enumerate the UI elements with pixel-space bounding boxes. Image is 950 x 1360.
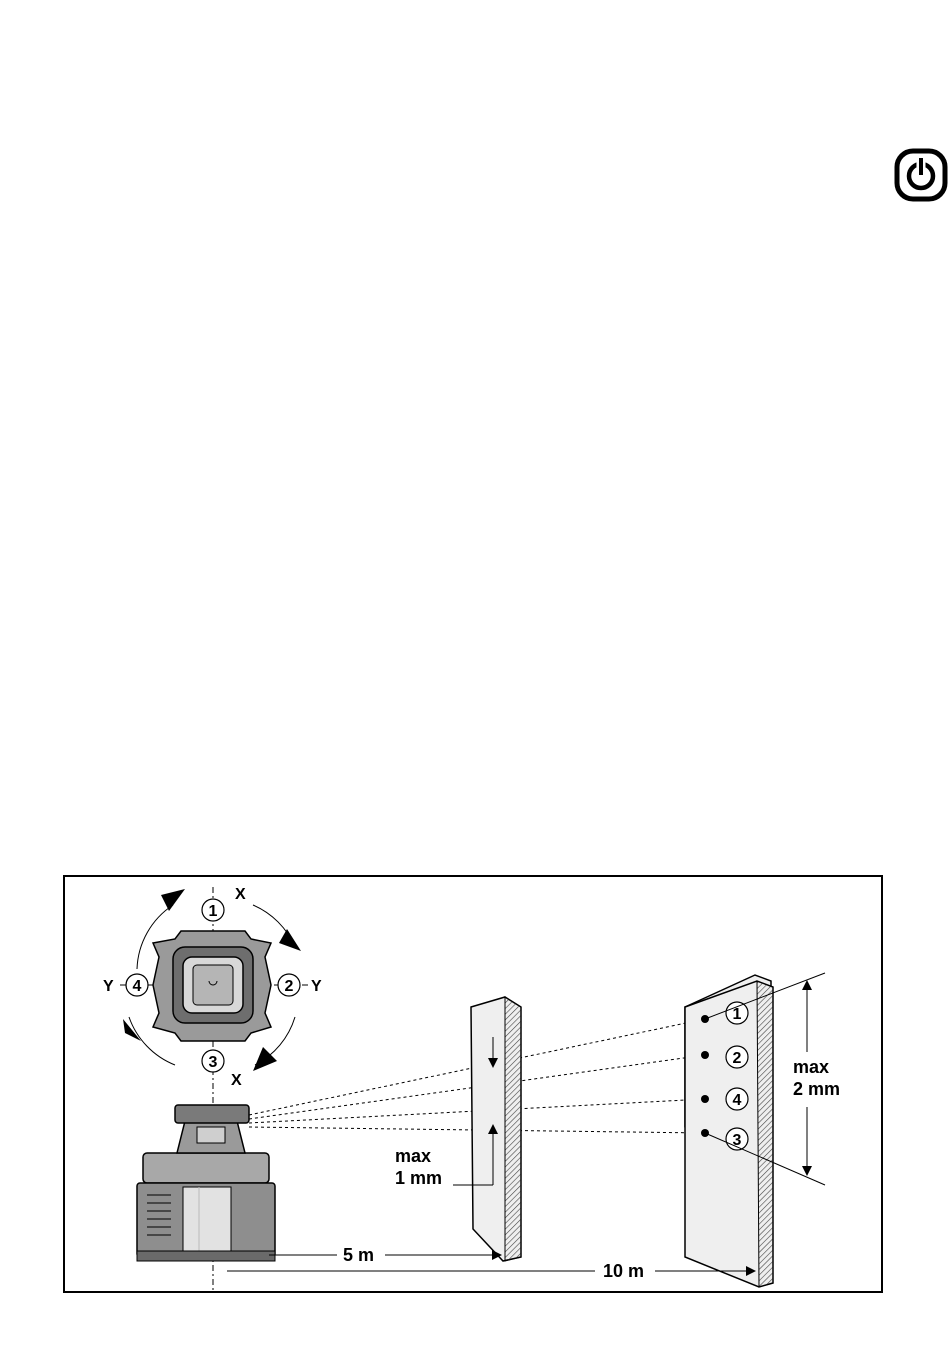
axis-x-top-label: X bbox=[235, 886, 246, 903]
far-point-1: 1 bbox=[726, 1002, 748, 1024]
svg-text:1: 1 bbox=[733, 1006, 742, 1023]
distance-far-label: 10 m bbox=[603, 1261, 644, 1281]
rotation-arrow-icon bbox=[123, 1019, 141, 1041]
far-point-2: 2 bbox=[726, 1046, 748, 1068]
near-tolerance-label-line1: max bbox=[395, 1146, 431, 1166]
axis-y-right-label: Y bbox=[311, 978, 322, 995]
rotation-arrow-icon bbox=[161, 889, 185, 911]
svg-text:4: 4 bbox=[133, 978, 142, 995]
svg-text:2: 2 bbox=[285, 978, 294, 995]
far-tolerance-label-line1: max bbox=[793, 1057, 829, 1077]
calibration-figure: 1 2 3 4 X X Y Y bbox=[63, 875, 883, 1293]
far-wall: 1 2 4 3 max 2 mm bbox=[685, 973, 840, 1287]
far-tolerance-label-line2: 2 mm bbox=[793, 1079, 840, 1099]
position-marker-4: 4 bbox=[126, 974, 148, 996]
power-button[interactable] bbox=[894, 148, 948, 202]
position-marker-2: 2 bbox=[278, 974, 300, 996]
calibration-diagram: 1 2 3 4 X X Y Y bbox=[65, 877, 881, 1291]
laser-device-side-view bbox=[137, 1105, 275, 1261]
rotation-arrow-icon bbox=[279, 929, 301, 951]
distance-near-label: 5 m bbox=[343, 1245, 374, 1265]
axis-y-left-label: Y bbox=[103, 978, 114, 995]
position-marker-3: 3 bbox=[202, 1050, 224, 1072]
far-point-4: 4 bbox=[726, 1088, 748, 1110]
distance-dimensions: 5 m 10 m bbox=[227, 1245, 755, 1281]
near-tolerance-label-line2: 1 mm bbox=[395, 1168, 442, 1188]
svg-text:4: 4 bbox=[733, 1092, 742, 1109]
position-marker-1: 1 bbox=[202, 899, 224, 921]
rotation-arrow-icon bbox=[253, 1047, 277, 1071]
axis-x-bottom-label: X bbox=[231, 1072, 242, 1089]
svg-text:3: 3 bbox=[209, 1054, 218, 1071]
svg-text:1: 1 bbox=[209, 903, 218, 920]
svg-text:2: 2 bbox=[733, 1050, 742, 1067]
power-icon bbox=[894, 148, 948, 202]
